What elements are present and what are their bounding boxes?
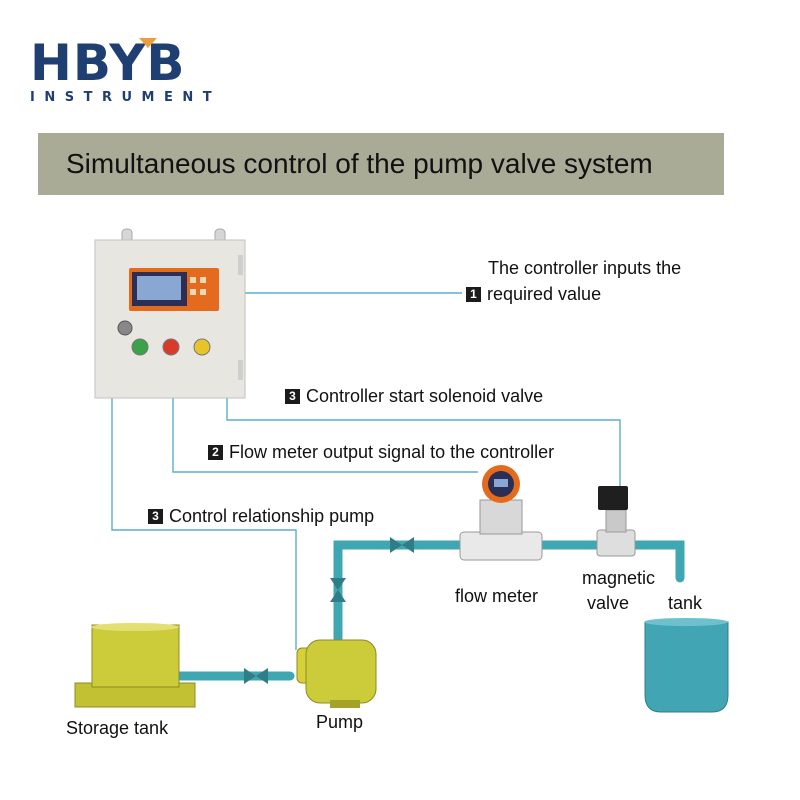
signal-line-valve: [226, 398, 621, 490]
label-magnetic: magnetic: [582, 568, 656, 588]
label-step3-pump: 3 Control relationship pump: [148, 506, 374, 527]
control-cabinet: [94, 228, 246, 399]
label-step3-valve-text: Controller start solenoid valve: [306, 386, 544, 406]
signal-line-pump: [111, 398, 297, 650]
receiving-tank: [644, 618, 729, 713]
step-number-1: 1: [466, 287, 481, 302]
label-step3-pump-text: Control relationship pump: [169, 506, 375, 526]
label-valve: valve: [587, 593, 630, 613]
label-flow-meter: flow meter: [455, 586, 539, 606]
banner-title: Simultaneous control of the pump valve s…: [66, 148, 653, 179]
brand-logo: HBYB INSTRUMENT: [30, 38, 221, 105]
step-number-3b: 3: [148, 509, 163, 524]
storage-tank: [74, 623, 196, 708]
logo-sub-text: INSTRUMENT: [30, 90, 222, 105]
title-banner: Simultaneous control of the pump valve s…: [38, 133, 724, 195]
label-tank: tank: [668, 593, 703, 613]
label-step2-meter: 2 Flow meter output signal to the control…: [208, 442, 554, 463]
label-storage-tank: Storage tank: [66, 718, 169, 738]
signal-line-flowmeter: [172, 398, 478, 473]
signal-lines: [111, 292, 621, 650]
step-number-3a: 3: [285, 389, 300, 404]
label-step1: The controller inputs the 1 required valu…: [466, 258, 682, 305]
label-step1-line2: required value: [487, 284, 602, 304]
magnetic-valve: [596, 486, 636, 557]
label-step2-meter-text: Flow meter output signal to the controll…: [229, 442, 555, 462]
label-step3-valve: 3 Controller start solenoid valve: [285, 386, 543, 407]
step-number-2: 2: [208, 445, 223, 460]
label-pump: Pump: [316, 712, 364, 732]
hand-valves: [244, 537, 414, 684]
pump: [296, 639, 377, 708]
logo-brand-text: HBYB: [30, 34, 186, 92]
label-step1-line1: The controller inputs the: [488, 258, 682, 278]
flow-meter: [459, 465, 543, 561]
logo-accent-icon: [139, 38, 157, 48]
